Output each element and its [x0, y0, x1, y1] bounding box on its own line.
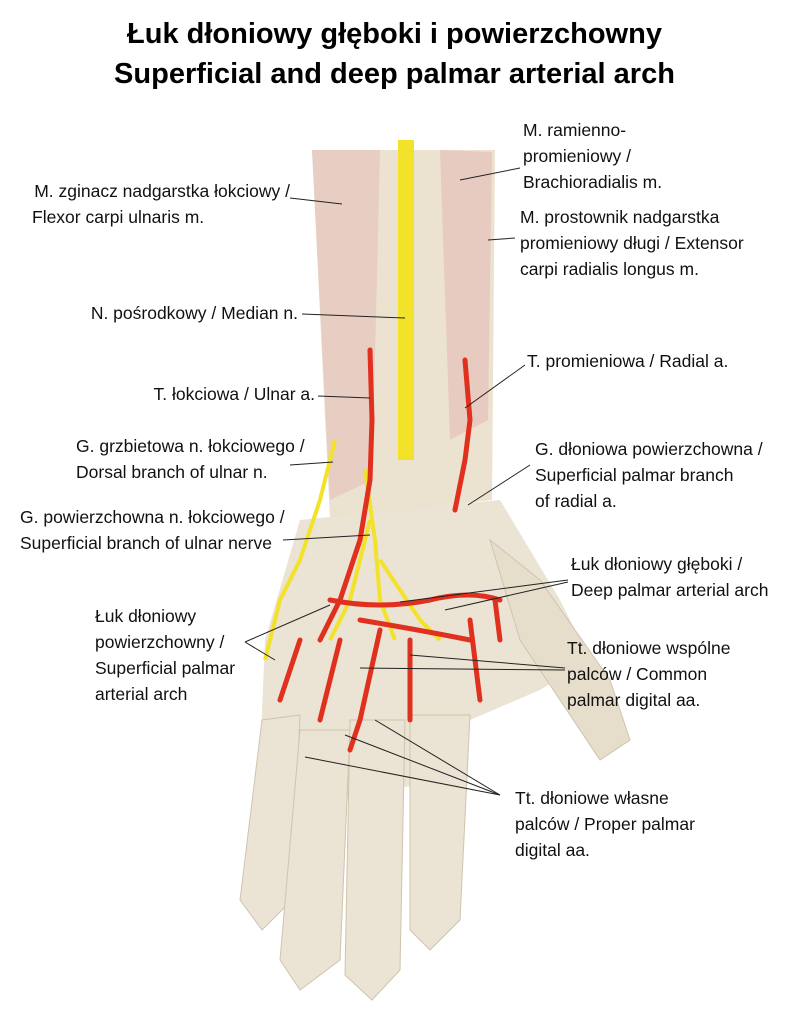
finger-middle — [344, 719, 406, 1001]
label-line: Superficial palmar branch — [535, 465, 734, 485]
label-median-nerve: N. pośrodkowy / Median n. — [0, 300, 298, 326]
label-line: Superficial palmar — [95, 658, 236, 678]
label-flexor-carpi-ulnaris: M. zginacz nadgarstka łokciowy / Flexor … — [20, 178, 290, 230]
label-line: Superficial branch of ulnar nerve — [20, 533, 272, 553]
label-ulnar-artery: T. łokciowa / Ulnar a. — [0, 381, 315, 407]
label-line: Łuk dłoniowy głęboki / — [571, 554, 743, 574]
label-line: G. grzbietowa n. łokciowego / — [76, 436, 305, 456]
label-superficial-palmar-branch-radial: G. dłoniowa powierzchowna / Superficial … — [535, 436, 763, 514]
label-proper-palmar-digital: Tt. dłoniowe własne palców / Proper palm… — [515, 785, 695, 863]
label-dorsal-branch-ulnar-nerve: G. grzbietowa n. łokciowego / Dorsal bra… — [76, 433, 305, 485]
label-line: Tt. dłoniowe własne — [515, 788, 669, 808]
finger-little — [239, 714, 301, 931]
label-line: palmar digital aa. — [567, 690, 701, 710]
label-deep-palmar-arch: Łuk dłoniowy głęboki / Deep palmar arter… — [571, 551, 768, 603]
label-line: T. łokciowa / Ulnar a. — [153, 384, 315, 404]
label-line: N. pośrodkowy / Median n. — [90, 303, 298, 323]
label-line: promieniowy długi / Extensor — [520, 233, 744, 253]
label-line: Brachioradialis m. — [523, 172, 663, 192]
label-line: arterial arch — [95, 684, 188, 704]
label-line: palców / Common — [567, 664, 708, 684]
label-line: M. zginacz nadgarstka łokciowy / — [34, 181, 290, 201]
label-line: powierzchowny / — [95, 632, 225, 652]
leader-lines — [244, 167, 569, 796]
label-line: promieniowy / — [523, 146, 631, 166]
label-line: M. prostownik nadgarstka — [520, 207, 720, 227]
label-line: Tt. dłoniowe wspólne — [567, 638, 731, 658]
label-extensor-carpi-radialis: M. prostownik nadgarstka promieniowy dłu… — [520, 204, 744, 282]
finger-ring — [279, 729, 351, 991]
flexor-carpi-ulnaris-muscle — [312, 150, 380, 500]
label-line: palców / Proper palmar — [515, 814, 695, 834]
label-line: G. dłoniowa powierzchowna / — [535, 439, 763, 459]
title-polish: Łuk dłoniowy głęboki i powierzchowny — [127, 18, 662, 50]
thumb — [489, 538, 631, 761]
label-line: T. promieniowa / Radial a. — [527, 351, 729, 371]
label-radial-artery: T. promieniowa / Radial a. — [527, 348, 728, 374]
brachioradialis-muscle — [440, 150, 492, 440]
label-line: Flexor carpi ulnaris m. — [32, 207, 205, 227]
label-line: Łuk dłoniowy — [95, 606, 197, 626]
label-line: Deep palmar arterial arch — [571, 580, 769, 600]
label-line: M. ramienno- — [523, 120, 627, 140]
label-common-palmar-digital: Tt. dłoniowe wspólne palców / Common pal… — [567, 635, 730, 713]
finger-index — [409, 714, 471, 951]
label-line: G. powierzchowna n. łokciowego / — [20, 507, 285, 527]
label-line: of radial a. — [535, 491, 617, 511]
label-superficial-palmar-arch: Łuk dłoniowy powierzchowny / Superficial… — [95, 603, 235, 707]
label-brachioradialis: M. ramienno- promieniowy / Brachioradial… — [523, 117, 662, 195]
label-line: digital aa. — [515, 840, 590, 860]
label-superficial-branch-ulnar-nerve: G. powierzchowna n. łokciowego / Superfi… — [20, 504, 285, 556]
label-line: carpi radialis longus m. — [520, 259, 699, 279]
title-english: Superficial and deep palmar arterial arc… — [114, 58, 675, 90]
median-nerve — [398, 140, 414, 460]
label-line: Dorsal branch of ulnar n. — [76, 462, 268, 482]
